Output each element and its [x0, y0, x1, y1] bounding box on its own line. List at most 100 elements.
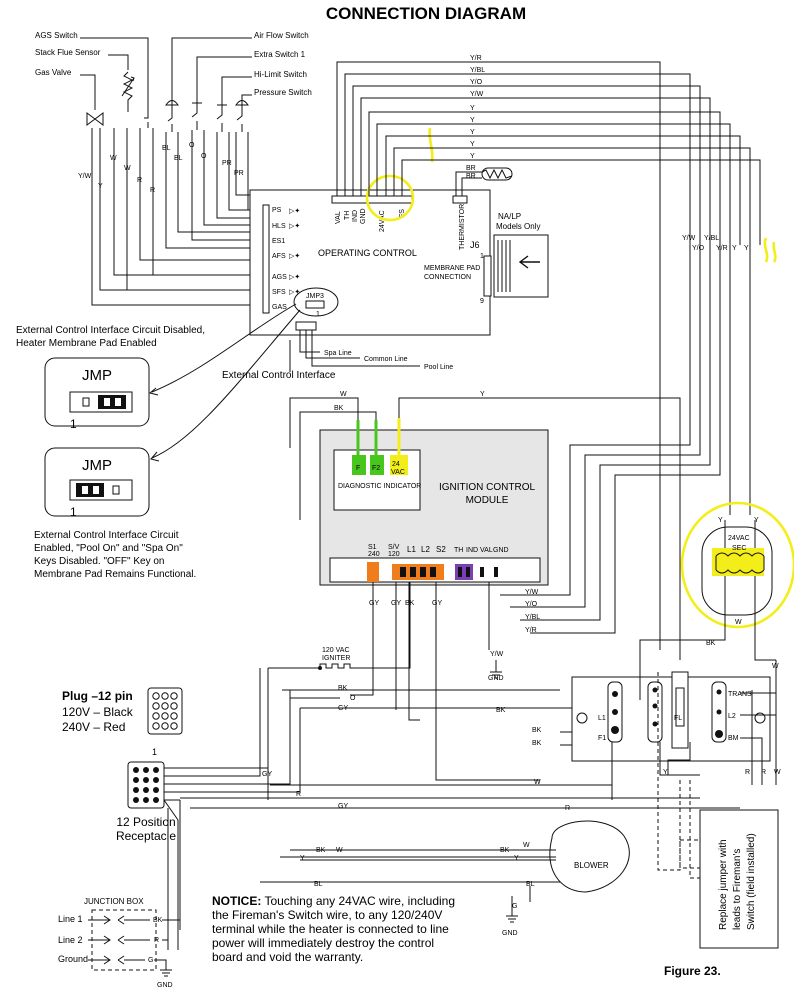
wire-label-bl1: BL [162, 145, 171, 152]
terminal-trans: TRANS [728, 691, 752, 698]
mid-wire-w: W [534, 779, 541, 786]
wire-label-pr2: PR [234, 170, 244, 177]
terminal-f1-left: F1 [598, 735, 606, 742]
j6-pin1: 1 [480, 253, 484, 260]
j6-header [483, 255, 492, 297]
top-wire-bundle: Y/R Y/BL Y/O Y/W Y Y Y Y Y BR BR Y/W Y/O… [336, 55, 777, 650]
blower-w2: W [523, 842, 530, 849]
receptacle-label-2: Receptacle [116, 829, 176, 843]
jmp-enabled-caption-4: Membrane Pad Remains Functional. [34, 569, 196, 580]
top-wire-yw: Y/W [470, 91, 484, 98]
ign-bottom-gy3: GY [432, 600, 442, 607]
pin-ps: PS [272, 207, 282, 214]
right-wire-y2: Y [744, 245, 749, 252]
jmp-enabled-label: JMP [82, 457, 112, 474]
ign-right-yr: Y/R [525, 627, 537, 634]
blower-gnd: GND [502, 930, 518, 937]
blower-y2: Y [514, 855, 519, 862]
extra-switch-icon [191, 102, 202, 130]
blower-bl1: BL [314, 881, 323, 888]
ags-switch-label: AGS Switch [35, 31, 78, 40]
ags-switch-icon [144, 112, 149, 128]
mid-wire-gy2: GY [338, 803, 348, 810]
highlight-24vac-fs [365, 174, 415, 222]
jmp-disabled-box: External Control Interface Circuit Disab… [16, 325, 205, 431]
jmp-enabled-caption-1: External Control Interface Circuit [34, 530, 179, 541]
igniter-label-2: IGNITER [322, 655, 350, 662]
notice-line-2: the Fireman's Switch wire, to any 120/24… [212, 908, 442, 922]
operating-control-board: OPERATING CONTROL PS HLS ES1 AFS AGS SFS… [249, 127, 549, 336]
j6-pin9: 9 [480, 298, 484, 305]
transformer-bk: BK [706, 640, 716, 647]
receptacle-pin-1: 1 [152, 747, 157, 757]
transformer-w: W [735, 619, 742, 626]
ignition-title-1: IGNITION CONTROL [439, 482, 536, 493]
blower-bk1: BK [316, 847, 326, 854]
junction-title: JUNCTION BOX [84, 897, 144, 906]
igniter-yw-label: Y/W [490, 651, 504, 658]
right-wire-yo: Y/O [692, 245, 705, 252]
junction-gnd: GND [157, 982, 173, 989]
plug-wire-gy: GY [262, 771, 272, 778]
arrow-to-jmp-enabled [151, 309, 301, 459]
pin-l1-label: L1 [407, 545, 416, 554]
pressure-switch-icon [235, 100, 249, 132]
mid-wire-r2: R [745, 769, 750, 776]
pin-24vac-block [390, 455, 408, 475]
diagnostic-indicator-label: DIAGNOSTIC INDICATOR [338, 483, 421, 490]
plug-12-pin-icon [147, 687, 183, 735]
svg-text:▷✦: ▷✦ [289, 252, 300, 260]
mid-wire-gy: GY [338, 705, 348, 712]
left-wire-bundle: Y/W Y W W R R BL BL O O PR PR [78, 128, 268, 306]
notice-line-5: board and void the warranty. [212, 950, 363, 964]
svg-text:▷✦: ▷✦ [289, 273, 300, 281]
jmp-disabled-label: JMP [82, 367, 112, 384]
top-wire-y4: Y [470, 141, 475, 148]
nalp-label-1: NA/LP [498, 212, 521, 221]
pin-24vac-label-1: 24 [392, 461, 400, 468]
junction-box: JUNCTION BOX Line 1 Line 2 Ground BK R G… [58, 897, 180, 989]
transformer-y1: Y [718, 517, 723, 524]
top-wire-y2: Y [470, 117, 475, 124]
svg-text:▷✦: ▷✦ [289, 207, 300, 215]
pin-s2-label: S2 [436, 545, 446, 554]
pin-s1-label-2: 240 [368, 551, 380, 558]
transformer-y2: Y [754, 517, 759, 524]
pin-ind: IND [352, 210, 359, 222]
wire-label-o2: O [201, 153, 207, 160]
right-wire-yw: Y/W [682, 235, 696, 242]
switch-labels: AGS Switch Stack Flue Sensor Gas Valve A… [35, 31, 312, 112]
pin-sfs: SFS [272, 289, 286, 296]
arrow-to-jmp-disabled [151, 303, 297, 393]
blower-bk2: BK [500, 847, 510, 854]
svg-text:▷✦: ▷✦ [289, 288, 300, 296]
fireman-note: Replace jumper with leads to Fireman's S… [679, 780, 779, 949]
right-wire-y1: Y [732, 245, 737, 252]
notice-line-1: NOTICE: Touching any 24VAC wire, includi… [212, 894, 455, 908]
thermistor-icon [481, 168, 513, 180]
ign-right-yo: Y/O [525, 601, 538, 608]
operating-top-pins: VAL TH IND GND 24VAC FS [335, 208, 406, 232]
terminal-screw-left [576, 712, 588, 724]
pin-sv-label-1: S/V [388, 544, 400, 551]
right-wire-yr: Y/R [716, 245, 728, 252]
mid-wire-bk3: BK [532, 727, 542, 734]
hi-limit-switch-label: Hi-Limit Switch [254, 70, 307, 79]
pin-val-label: VAL [480, 547, 493, 554]
switch-symbols [86, 71, 249, 132]
air-flow-switch-icon [165, 100, 179, 132]
pin-f-block [352, 455, 366, 475]
terminal-bm: BM [728, 735, 739, 742]
diagram-title: CONNECTION DIAGRAM [326, 4, 526, 23]
ignition-title-2: MODULE [466, 495, 509, 506]
mid-wire-bk4: BK [532, 740, 542, 747]
wire-label-bl2: BL [174, 155, 183, 162]
operating-control-title: OPERATING CONTROL [318, 248, 417, 258]
terminal-fl: FL [674, 715, 682, 722]
right-vertical-bundle: Y/W Y/O Y/BL Y/R [500, 245, 751, 634]
junction-r: R [154, 937, 159, 944]
pin-sv-label-2: 120 [388, 551, 400, 558]
ign-wire-y: Y [480, 391, 485, 398]
pool-line-label: Pool Line [424, 364, 453, 371]
